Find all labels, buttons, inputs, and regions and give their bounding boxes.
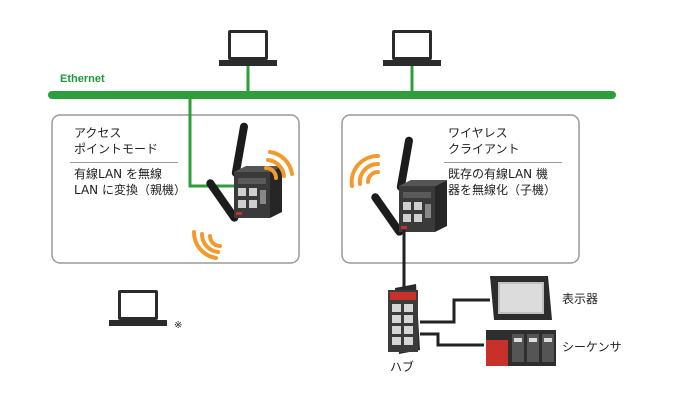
client-wave-icon <box>349 153 380 188</box>
hub-label: ハブ <box>390 360 415 374</box>
ap-mode-desc-1: 有線LAN を無線 <box>74 167 162 181</box>
hub-sequencer-cable <box>420 332 484 347</box>
sequencer-icon <box>486 330 556 366</box>
hub-display-cable <box>420 298 490 324</box>
client-mode-desc-1: 既存の有線LAN 機 <box>448 167 548 181</box>
sequencer-label: シーケンサ <box>562 340 622 354</box>
note-mark: ※ <box>174 320 183 331</box>
client-mode-desc-2: 器を無線化（子機） <box>448 183 557 197</box>
ap-wave-upper-icon <box>264 150 294 180</box>
ap-mode-desc-2: LAN に変換（親機） <box>74 183 186 197</box>
ap-mode-title-2: ポイントモード <box>74 142 159 156</box>
client-mode-title-2: クライアント <box>448 142 520 156</box>
ethernet-label: Ethernet <box>60 73 105 85</box>
display-panel-icon <box>490 276 552 320</box>
ap-wave-lower-icon <box>191 230 222 260</box>
ap-mode-title-1: アクセス <box>74 126 122 140</box>
display-label: 表示器 <box>562 292 599 306</box>
ap-ethernet-link <box>188 95 236 188</box>
client-mode-title-1: ワイヤレス <box>448 126 508 140</box>
ap-mode-divider <box>70 162 178 163</box>
standalone-laptop-icon <box>109 290 167 326</box>
hub-icon <box>388 284 420 354</box>
top-laptop-2-icon <box>383 30 441 66</box>
top-laptop-1-icon <box>219 30 277 66</box>
client-mode-divider <box>444 162 562 163</box>
